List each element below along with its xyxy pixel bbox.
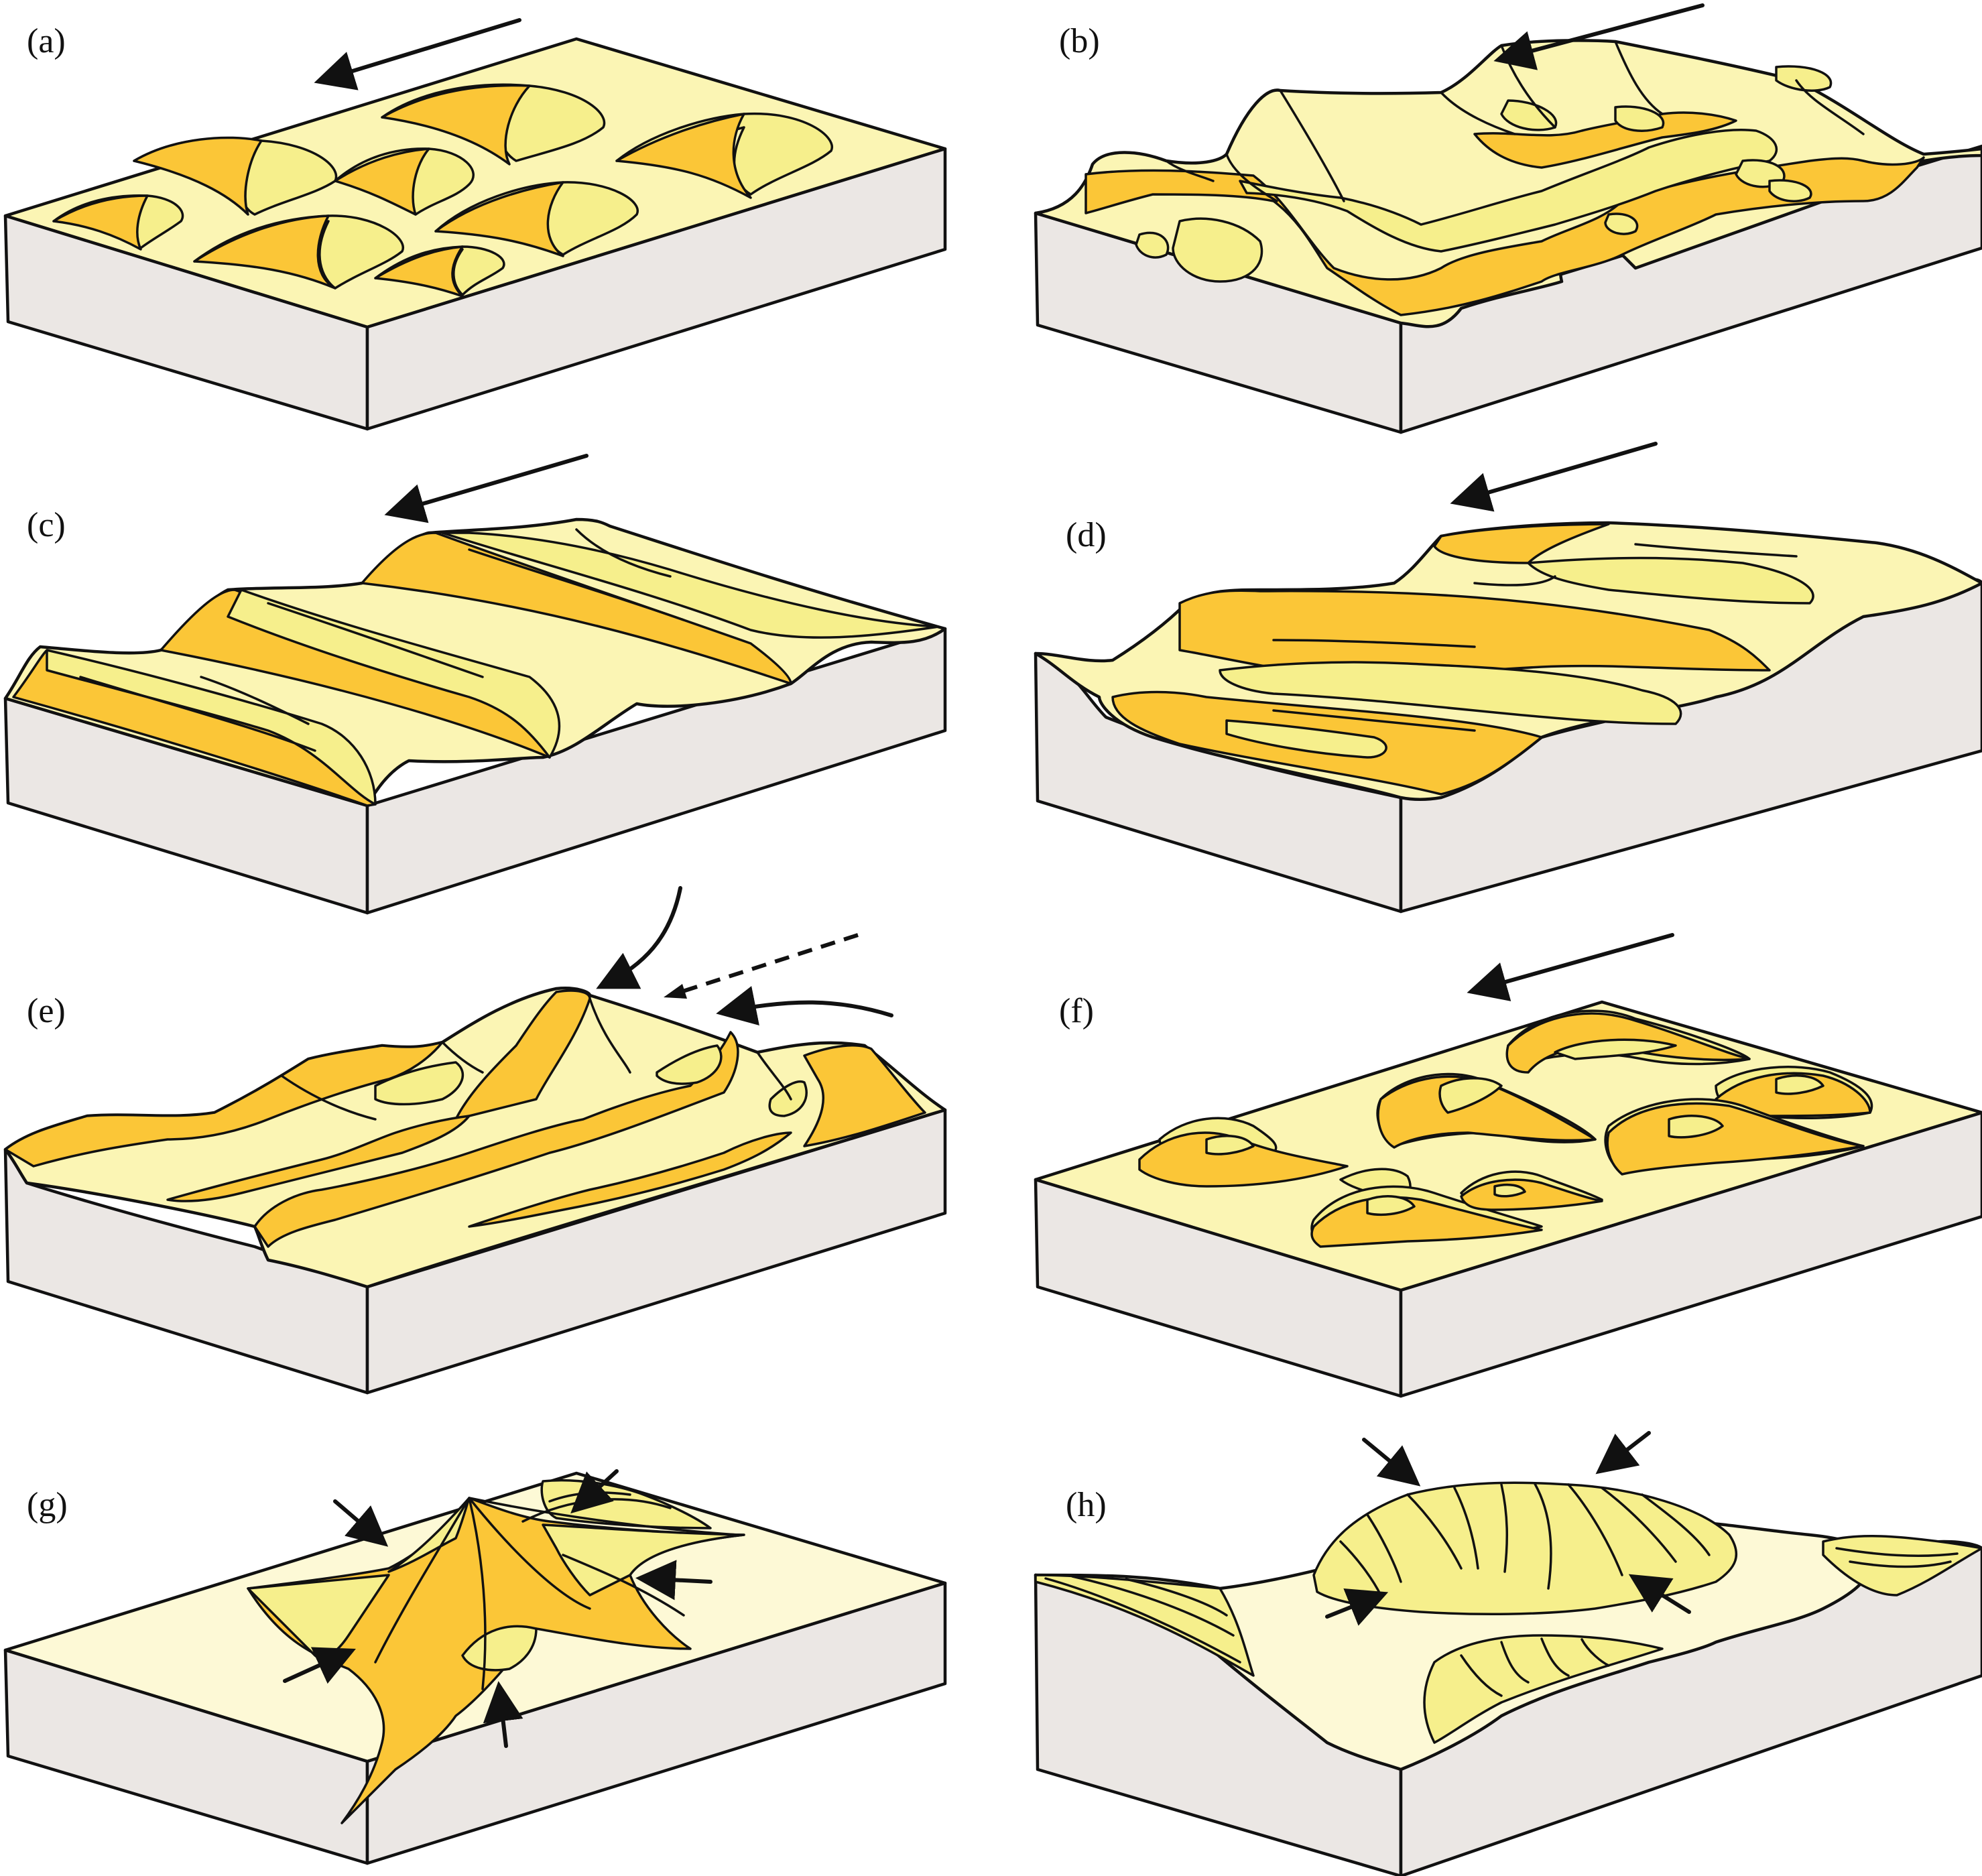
block-e	[3, 987, 947, 1395]
wind-arrows-h	[1325, 1431, 1691, 1626]
wind-arrows-g	[283, 1469, 713, 1748]
star-dune-g	[247, 1479, 745, 1824]
ridges-c	[12, 528, 940, 807]
barchan-dunes-a	[52, 83, 833, 298]
ridges-e	[4, 989, 926, 1248]
wind-arrow-d	[1450, 442, 1658, 512]
panel-c: (c)	[3, 454, 947, 915]
panel-e-label: (e)	[27, 992, 66, 1030]
panel-g-label: (g)	[27, 1486, 68, 1524]
wind-arrows-e	[596, 886, 893, 1026]
panel-a: (a)	[3, 18, 947, 431]
parabolic-dunes-f	[1138, 1009, 1873, 1248]
panel-f: (f)	[1034, 933, 1982, 1398]
panel-d-label: (d)	[1066, 516, 1107, 554]
panel-c-label: (c)	[27, 506, 66, 544]
wind-arrow-b	[1493, 3, 1705, 70]
wind-arrow-f	[1467, 933, 1674, 1001]
panel-g: (g)	[3, 1469, 947, 1865]
panel-b-label: (b)	[1059, 22, 1100, 60]
panel-b: (b)	[1034, 3, 1982, 434]
panel-e: (e)	[3, 886, 947, 1395]
wind-arrow-a	[314, 18, 521, 90]
ridges-b	[1085, 40, 1925, 316]
panel-h-label: (h)	[1066, 1486, 1107, 1524]
panel-d: (d)	[1034, 442, 1982, 914]
panel-h: (h)	[1034, 1431, 1982, 1876]
panel-a-label: (a)	[27, 22, 66, 60]
wind-arrow-c	[384, 454, 589, 523]
block-f	[1034, 1000, 1982, 1398]
ridges-d	[1111, 523, 1814, 796]
panel-f-label: (f)	[1059, 992, 1094, 1030]
